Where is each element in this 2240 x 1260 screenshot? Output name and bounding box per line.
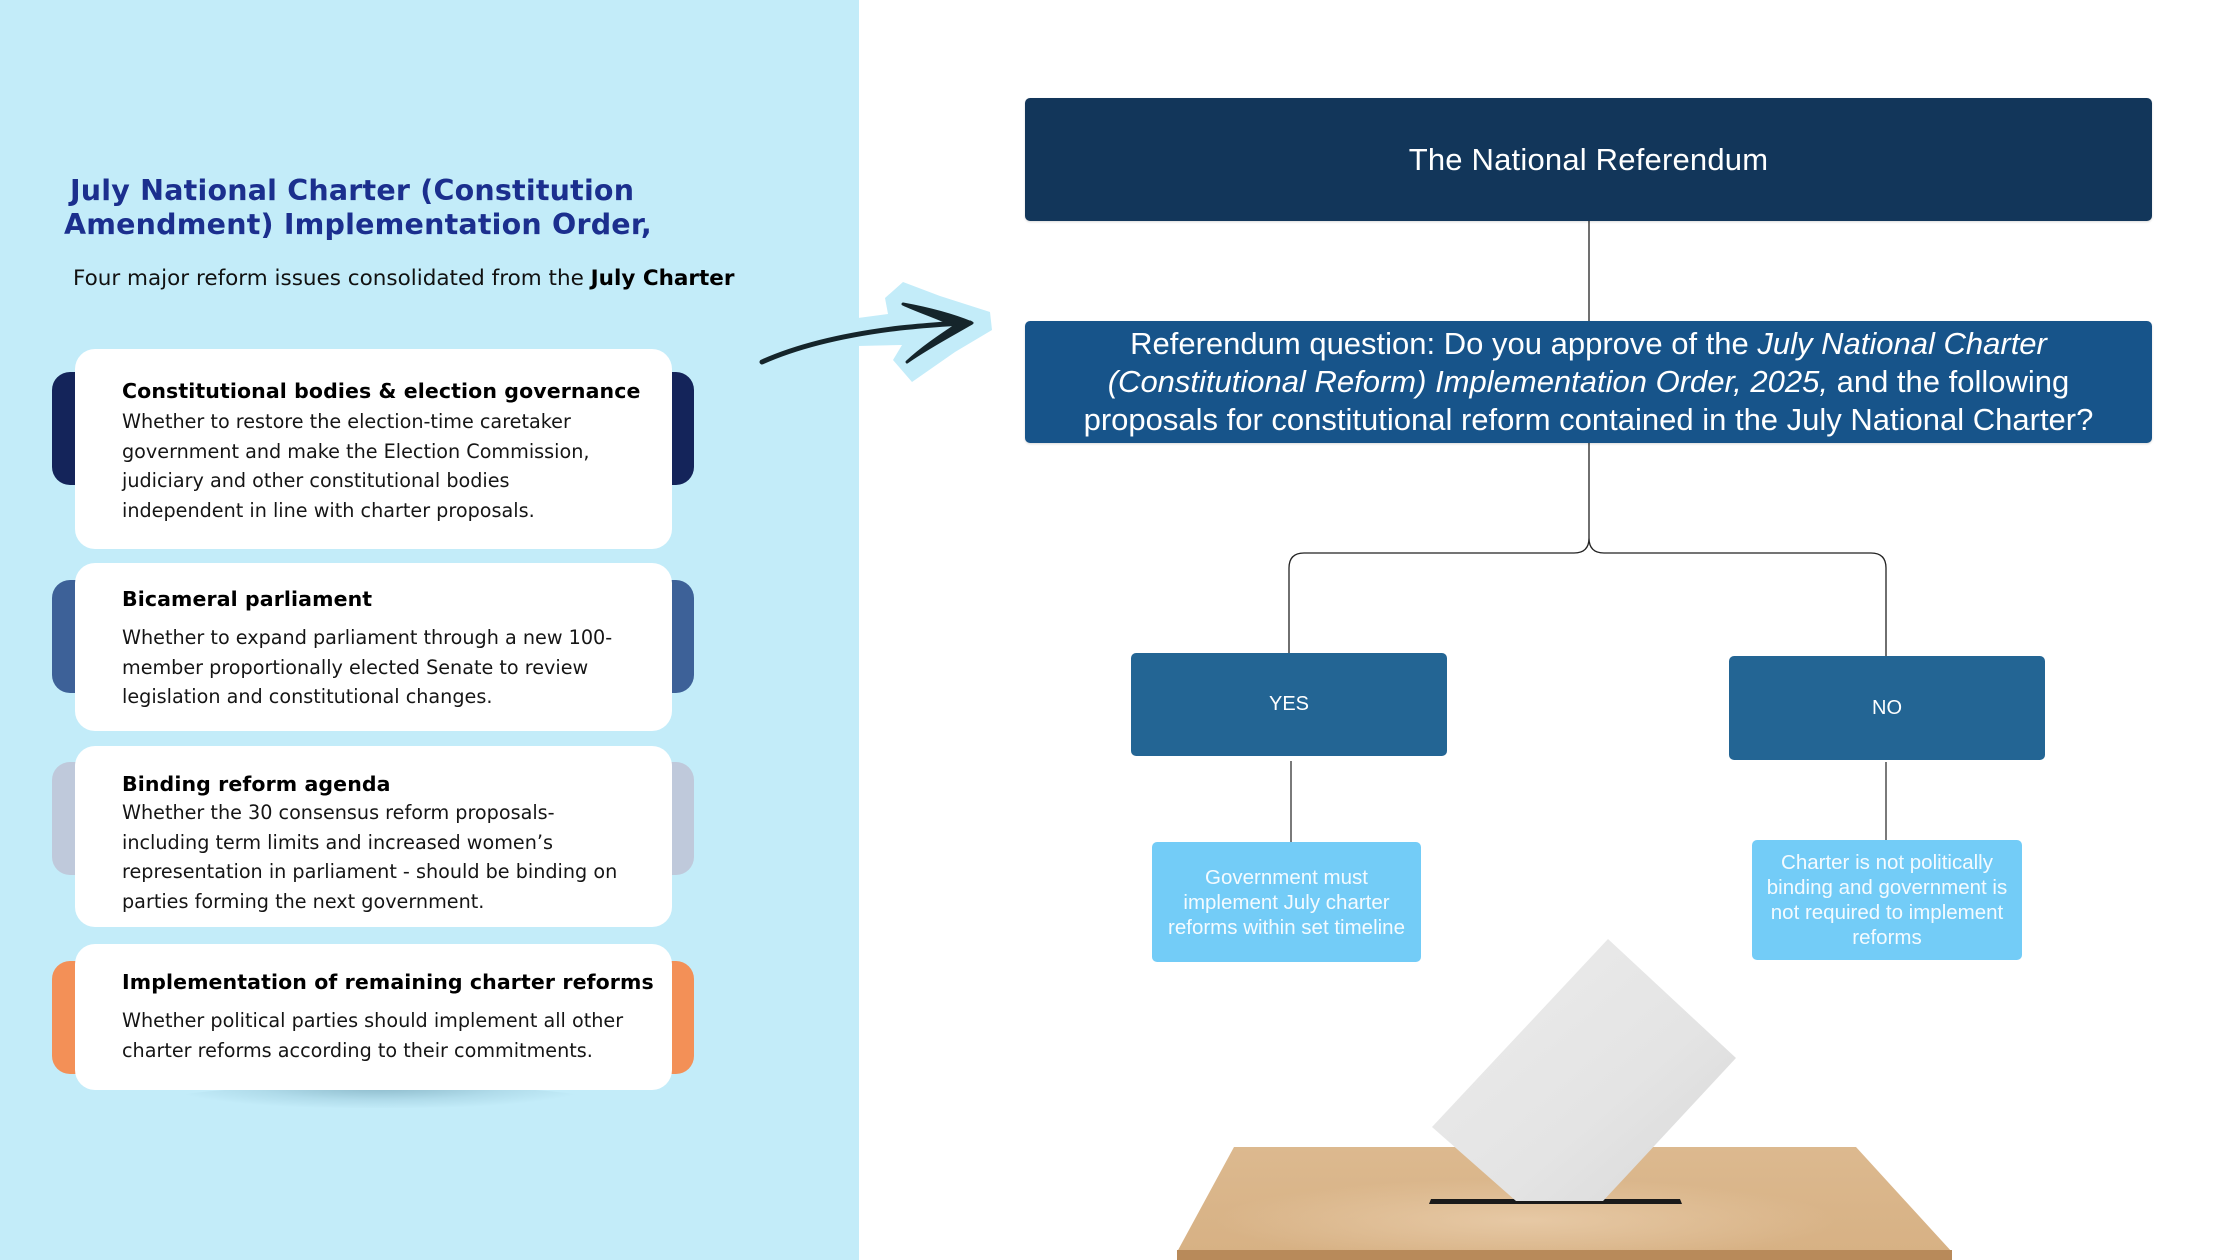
question-text-order-name: July National Charter (Constitutional Re… xyxy=(1107,326,2047,399)
yes-outcome-text: Government must implement July charter r… xyxy=(1168,865,1405,939)
document-subtitle: Four major reform issues consolidated fr… xyxy=(73,266,735,291)
subtitle-text: Four major reform issues consolidated fr… xyxy=(73,266,591,291)
ballot-slot xyxy=(1429,1199,1682,1204)
yes-outcome-node: Government must implement July charter r… xyxy=(1152,842,1421,962)
issue-title: Bicameral parliament xyxy=(122,587,373,611)
ballot-box-front-edge xyxy=(1177,1250,1952,1260)
issue-description: Whether to restore the election-time car… xyxy=(122,410,590,522)
arrow-head xyxy=(901,302,974,364)
referendum-question: Referendum question: Do you approve of t… xyxy=(1045,325,2132,439)
issue-card-constitutional-bodies: Constitutional bodies & election governa… xyxy=(75,349,672,549)
issue-description: Whether political parties should impleme… xyxy=(122,1009,624,1062)
yes-label: YES xyxy=(1268,693,1310,715)
no-outcome-text: Charter is not politically binding and g… xyxy=(1766,851,2008,949)
no-node: NO xyxy=(1729,656,2045,760)
issue-card-bicameral-parliament: Bicameral parliament Whether to expand p… xyxy=(75,563,672,731)
hand-drawn-arrow-right-icon xyxy=(759,282,992,382)
referendum-title: The National Referendum xyxy=(1408,141,1769,177)
referendum-question-node: Referendum question: Do you approve of t… xyxy=(1025,321,2152,443)
issue-card-remaining-reforms: Implementation of remaining charter refo… xyxy=(75,944,672,1090)
question-text-part2: and the following proposals for constitu… xyxy=(1083,364,2094,437)
document-title-line-2: Amendment) Implementation Order, xyxy=(64,208,652,241)
issue-description: Whether the 30 consensus reform proposal… xyxy=(122,801,618,913)
connector-question-to-branches xyxy=(1288,443,1887,656)
issue-description: Whether to expand parliament through a n… xyxy=(122,626,613,708)
no-label: NO xyxy=(1872,696,1902,719)
question-text-part1: Referendum question: Do you approve of t… xyxy=(1130,326,1758,361)
ballot-box-icon xyxy=(1177,939,1952,1260)
issue-title: Binding reform agenda xyxy=(122,772,391,796)
no-outcome-node: Charter is not politically binding and g… xyxy=(1752,840,2022,960)
left-panel: July National Charter (Constitution Amen… xyxy=(0,0,859,1260)
yes-node: YES xyxy=(1131,653,1447,756)
issue-title: Implementation of remaining charter refo… xyxy=(122,970,654,994)
ballot-paper xyxy=(1432,939,1736,1201)
referendum-title-node: The National Referendum xyxy=(1025,98,2152,221)
subtitle-emphasis: July Charter xyxy=(590,266,735,291)
arrow-highlight xyxy=(858,282,992,382)
card-shadow xyxy=(180,1086,580,1108)
issue-card-binding-reform-agenda: Binding reform agenda Whether the 30 con… xyxy=(75,746,672,927)
document-title: July National Charter (Constitution Amen… xyxy=(64,174,790,242)
document-title-line-1: July National Charter (Constitution xyxy=(70,174,635,207)
issue-title: Constitutional bodies & election governa… xyxy=(122,379,641,403)
